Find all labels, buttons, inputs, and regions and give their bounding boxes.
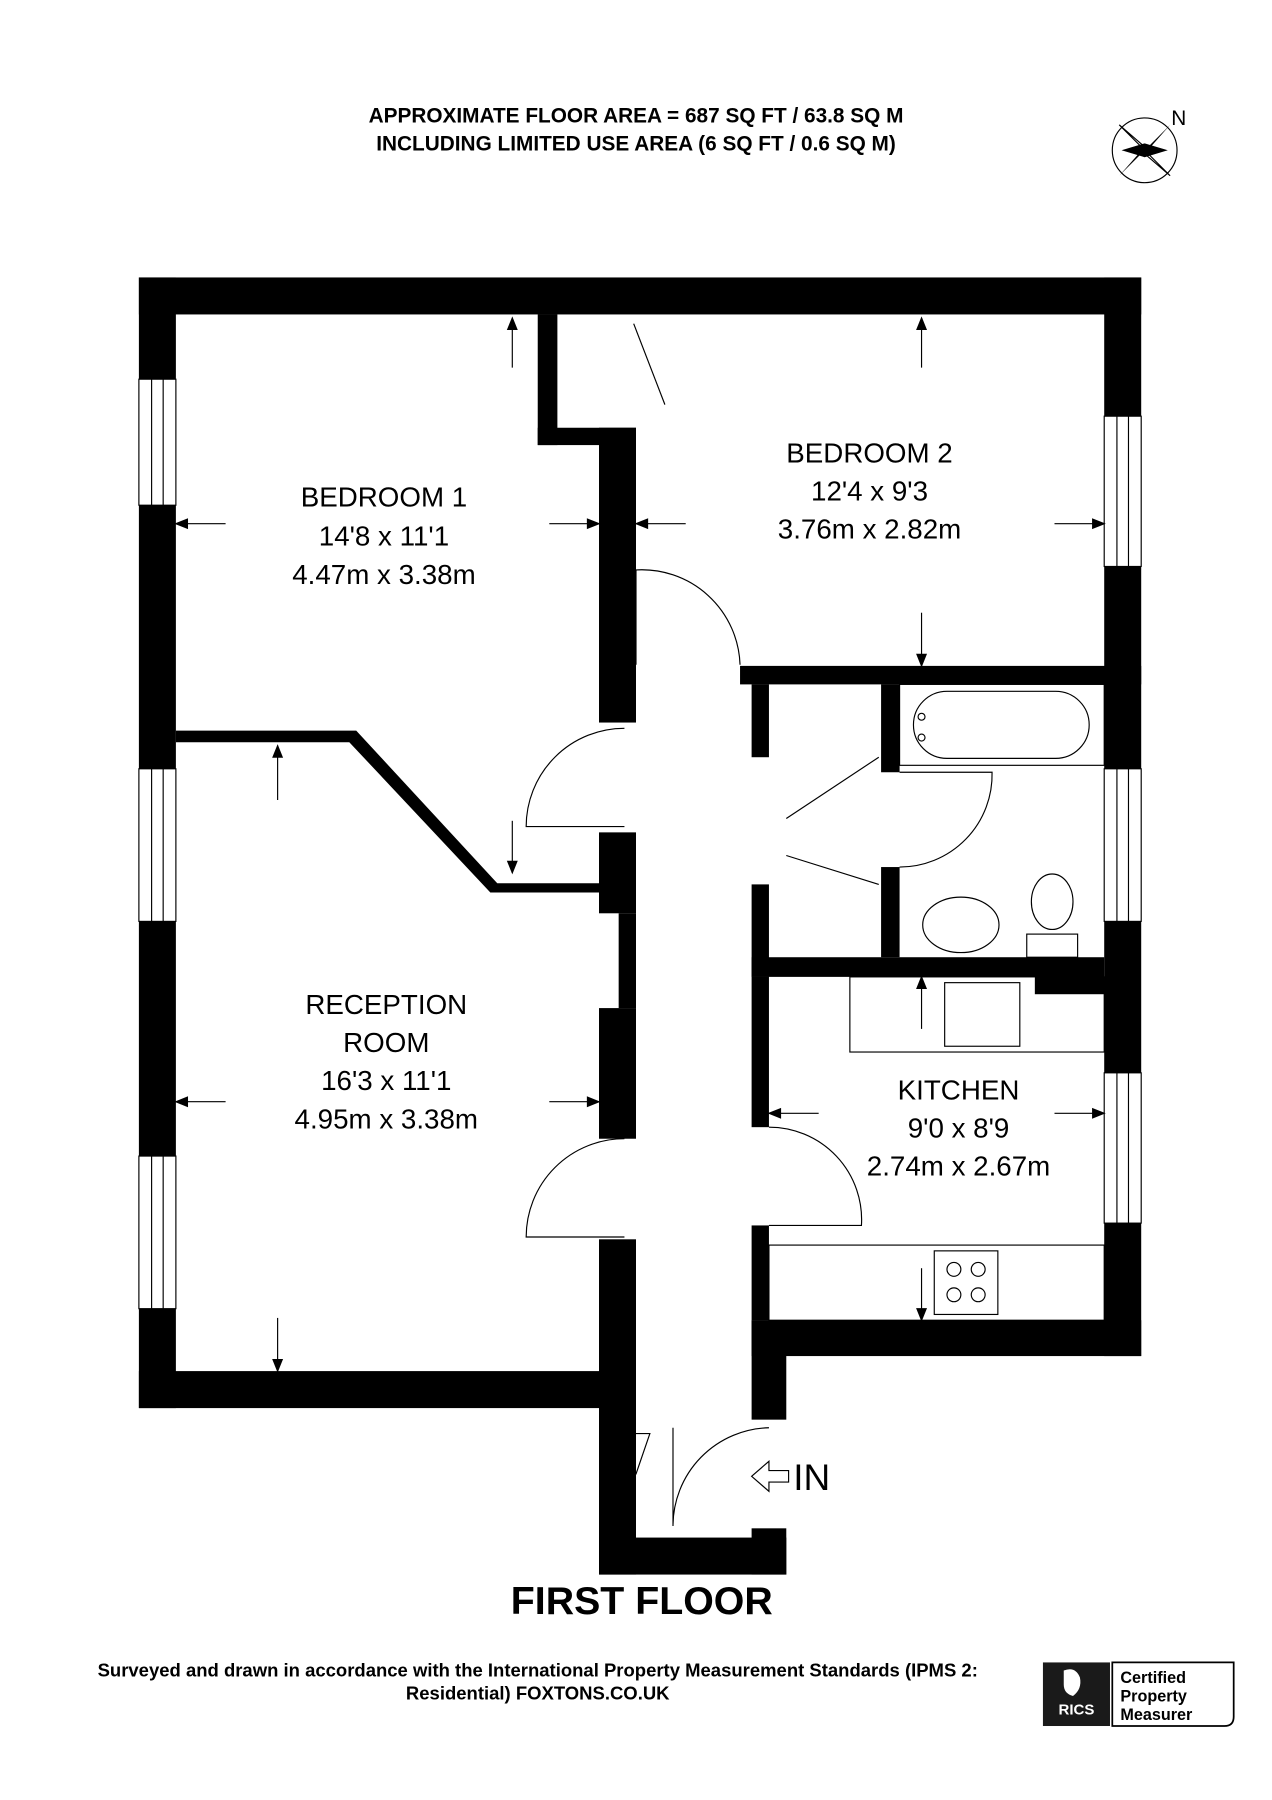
doors <box>525 323 993 1527</box>
limited-use-area-text: INCLUDING LIMITED USE AREA (6 SQ FT / 0.… <box>376 132 896 155</box>
badge-line-3: Measurer <box>1120 1706 1193 1724</box>
rics-badge: RICS Certified Property Measurer <box>1042 1661 1235 1727</box>
kitchen-sink-icon <box>944 982 1021 1047</box>
dimension-arrows <box>174 316 1106 1373</box>
bedroom-1-imperial: 14'8 x 11'1 <box>319 521 449 552</box>
bathtub-basin <box>912 690 1090 759</box>
hob-icon <box>933 1250 999 1316</box>
rics-lion-icon <box>1063 1669 1081 1696</box>
reception-name-2: ROOM <box>343 1027 429 1058</box>
kitchen-counter-bottom <box>768 1244 1105 1321</box>
bedroom-1-name: BEDROOM 1 <box>301 481 467 512</box>
sink-icon <box>922 896 1000 954</box>
footer-line-2: Residential) FOXTONS.CO.UK <box>406 1682 670 1703</box>
bathtub-icon <box>899 683 1105 766</box>
bedroom-2-metric: 3.76m x 2.82m <box>778 514 961 545</box>
windows <box>138 378 1142 1310</box>
bedroom-1-metric: 4.47m x 3.38m <box>292 559 475 590</box>
badge-line-2: Property <box>1120 1688 1187 1706</box>
floor-area-text: APPROXIMATE FLOOR AREA = 687 SQ FT / 63.… <box>369 105 904 128</box>
reception-imperial: 16'3 x 11'1 <box>321 1065 451 1096</box>
bedroom-2-imperial: 12'4 x 9'3 <box>811 476 928 507</box>
floor-title: FIRST FLOOR <box>511 1579 773 1623</box>
toilet-icon <box>1030 873 1074 931</box>
badge-line-1: Certified <box>1120 1669 1186 1687</box>
kitchen-metric: 2.74m x 2.67m <box>867 1151 1050 1182</box>
walls <box>138 277 1142 1575</box>
kitchen-counter <box>849 976 1105 1053</box>
compass-north-label: N <box>1171 107 1186 130</box>
compass-rose-icon <box>1111 117 1178 184</box>
bedroom-2-name: BEDROOM 2 <box>786 437 952 468</box>
footer-line-1: Surveyed and drawn in accordance with th… <box>98 1659 978 1680</box>
reception-name-1: RECEPTION <box>305 989 467 1020</box>
room-labels: BEDROOM 1 14'8 x 11'1 4.47m x 3.38m BEDR… <box>292 437 1050 1181</box>
entrance-label: IN <box>793 1457 830 1498</box>
arrow-left-icon <box>750 1460 790 1493</box>
kitchen-imperial: 9'0 x 8'9 <box>908 1113 1010 1144</box>
reception-metric: 4.95m x 3.38m <box>295 1103 478 1134</box>
kitchen-name: KITCHEN <box>898 1074 1020 1105</box>
rics-brand: RICS <box>1059 1701 1095 1718</box>
